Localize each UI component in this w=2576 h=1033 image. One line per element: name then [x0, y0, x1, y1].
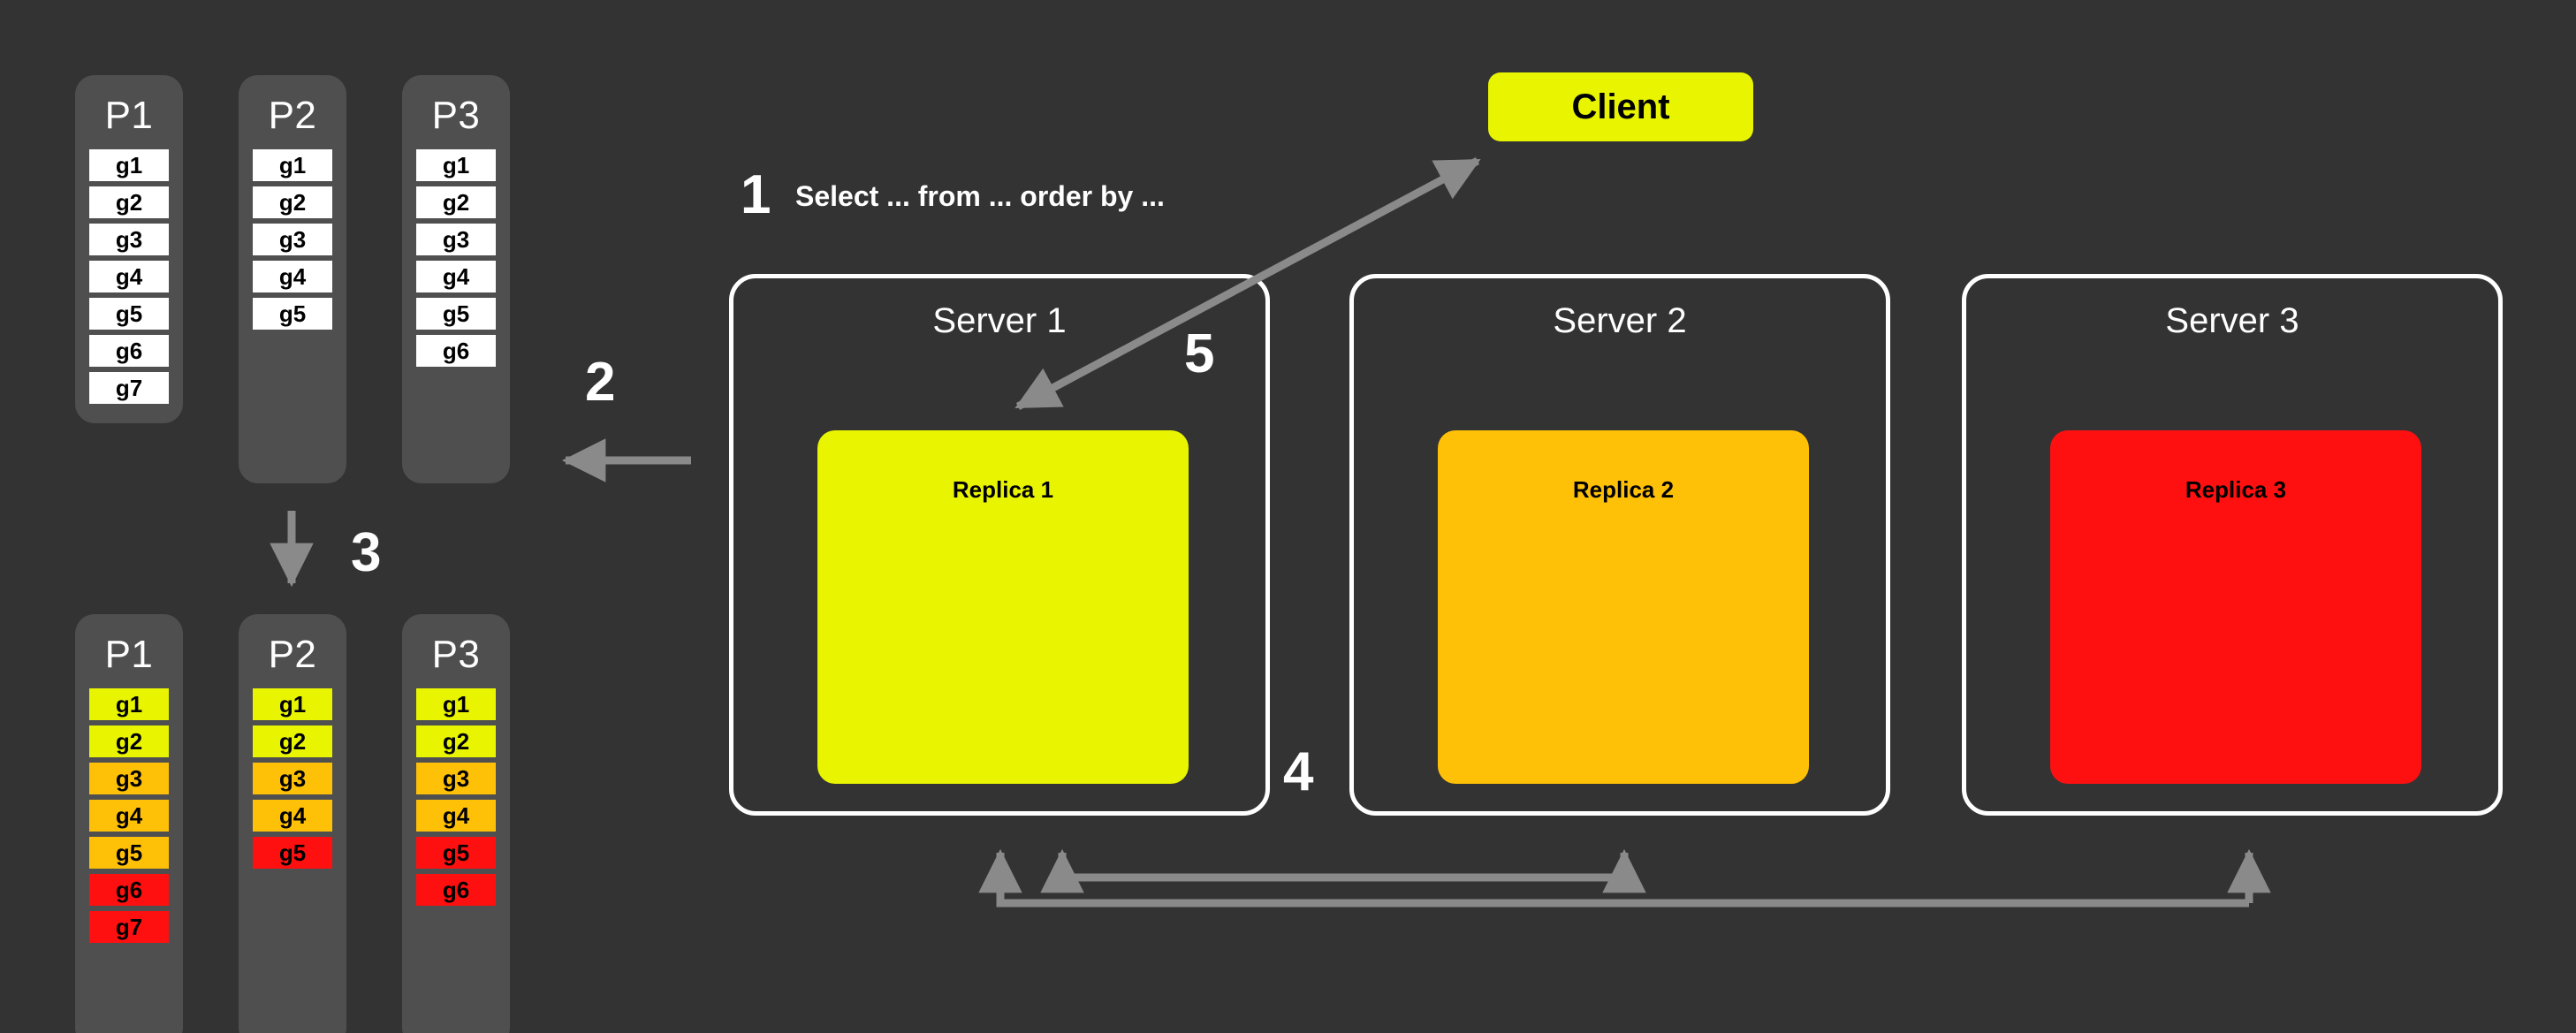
- partition-cell: g4: [253, 261, 332, 292]
- partition-column-p2-bottom: P2 g1 g2 g3 g4 g5: [239, 614, 346, 1033]
- replica-box-1[interactable]: Replica 1: [817, 430, 1189, 784]
- partition-cell-list: g1 g2 g3 g4 g5 g6: [402, 149, 510, 386]
- partition-cell: g4: [89, 261, 169, 292]
- partition-cell: g2: [89, 725, 169, 757]
- server-title: Server 3: [2165, 301, 2299, 340]
- partition-title: P3: [431, 94, 481, 137]
- replica-box-2[interactable]: Replica 2: [1438, 430, 1809, 784]
- partition-cell: g5: [253, 298, 332, 330]
- partition-cell: g1: [89, 149, 169, 181]
- partition-cell: g1: [416, 149, 496, 181]
- partition-cell: g3: [416, 763, 496, 794]
- server-title: Server 1: [932, 301, 1067, 340]
- partition-title: P1: [104, 94, 154, 137]
- arrow-step-4-inner: [1040, 848, 1646, 893]
- partition-cell: g3: [416, 224, 496, 255]
- step-number-1: 1: [741, 164, 771, 225]
- step-number-3: 3: [351, 522, 382, 583]
- partition-column-p2-top: P2 g1 g2 g3 g4 g5: [239, 75, 346, 483]
- partition-cell: g2: [416, 725, 496, 757]
- partition-cell: g1: [253, 149, 332, 181]
- replica-label: Replica 1: [952, 476, 1054, 503]
- partition-cell-list: g1 g2 g3 g4 g5 g6 g7: [75, 149, 183, 423]
- partition-column-p3-top: P3 g1 g2 g3 g4 g5 g6: [402, 75, 510, 483]
- partition-cell: g6: [89, 335, 169, 367]
- partition-cell: g2: [416, 186, 496, 218]
- step-number-2: 2: [585, 352, 616, 413]
- partition-cell: g2: [89, 186, 169, 218]
- replica-label: Replica 2: [1572, 476, 1675, 503]
- partition-cell: g6: [416, 335, 496, 367]
- partition-cell-list: g1 g2 g3 g4 g5 g6 g7: [75, 688, 183, 962]
- partition-cell: g7: [89, 372, 169, 404]
- replica-box-3[interactable]: Replica 3: [2050, 430, 2421, 784]
- partition-cell: g5: [89, 837, 169, 869]
- partition-title: P2: [268, 94, 317, 137]
- partition-cell: g6: [89, 874, 169, 906]
- partition-cell: g1: [253, 688, 332, 720]
- client-box[interactable]: Client: [1488, 72, 1753, 141]
- partition-column-p1-top: P1 g1 g2 g3 g4 g5 g6 g7: [75, 75, 183, 423]
- partition-cell: g4: [89, 800, 169, 832]
- partition-cell: g3: [89, 763, 169, 794]
- partition-cell: g2: [253, 725, 332, 757]
- partition-cell: g2: [253, 186, 332, 218]
- partition-column-p1-bottom: P1 g1 g2 g3 g4 g5 g6 g7: [75, 614, 183, 1033]
- partition-cell: g3: [253, 763, 332, 794]
- partition-cell: g5: [89, 298, 169, 330]
- partition-cell-list: g1 g2 g3 g4 g5: [239, 688, 346, 888]
- server-panel-3: Server 3 Replica 3: [1962, 274, 2503, 816]
- server-panel-1: Server 1 Replica 1: [729, 274, 1270, 816]
- partition-cell: g5: [416, 298, 496, 330]
- partition-cell-list: g1 g2 g3 g4 g5 g6: [402, 688, 510, 925]
- partition-cell: g4: [416, 261, 496, 292]
- partition-cell: g5: [416, 837, 496, 869]
- arrow-step-4-outer: [978, 848, 2271, 908]
- partition-column-p3-bottom: P3 g1 g2 g3 g4 g5 g6: [402, 614, 510, 1033]
- partition-cell-list: g1 g2 g3 g4 g5: [239, 149, 346, 349]
- partition-cell: g3: [253, 224, 332, 255]
- partition-cell: g4: [416, 800, 496, 832]
- partition-cell: g5: [253, 837, 332, 869]
- partition-title: P2: [268, 633, 317, 676]
- query-caption: Select ... from ... order by ...: [795, 180, 1165, 212]
- partition-cell: g1: [416, 688, 496, 720]
- partition-cell: g7: [89, 911, 169, 943]
- partition-cell: g6: [416, 874, 496, 906]
- client-label: Client: [1571, 87, 1670, 126]
- partition-cell: g3: [89, 224, 169, 255]
- replica-label: Replica 3: [2185, 476, 2287, 503]
- server-title: Server 2: [1553, 301, 1687, 340]
- partition-title: P3: [431, 633, 481, 676]
- step-number-4: 4: [1283, 741, 1314, 802]
- partition-title: P1: [104, 633, 154, 676]
- partition-cell: g1: [89, 688, 169, 720]
- server-panel-2: Server 2 Replica 2: [1349, 274, 1890, 816]
- partition-cell: g4: [253, 800, 332, 832]
